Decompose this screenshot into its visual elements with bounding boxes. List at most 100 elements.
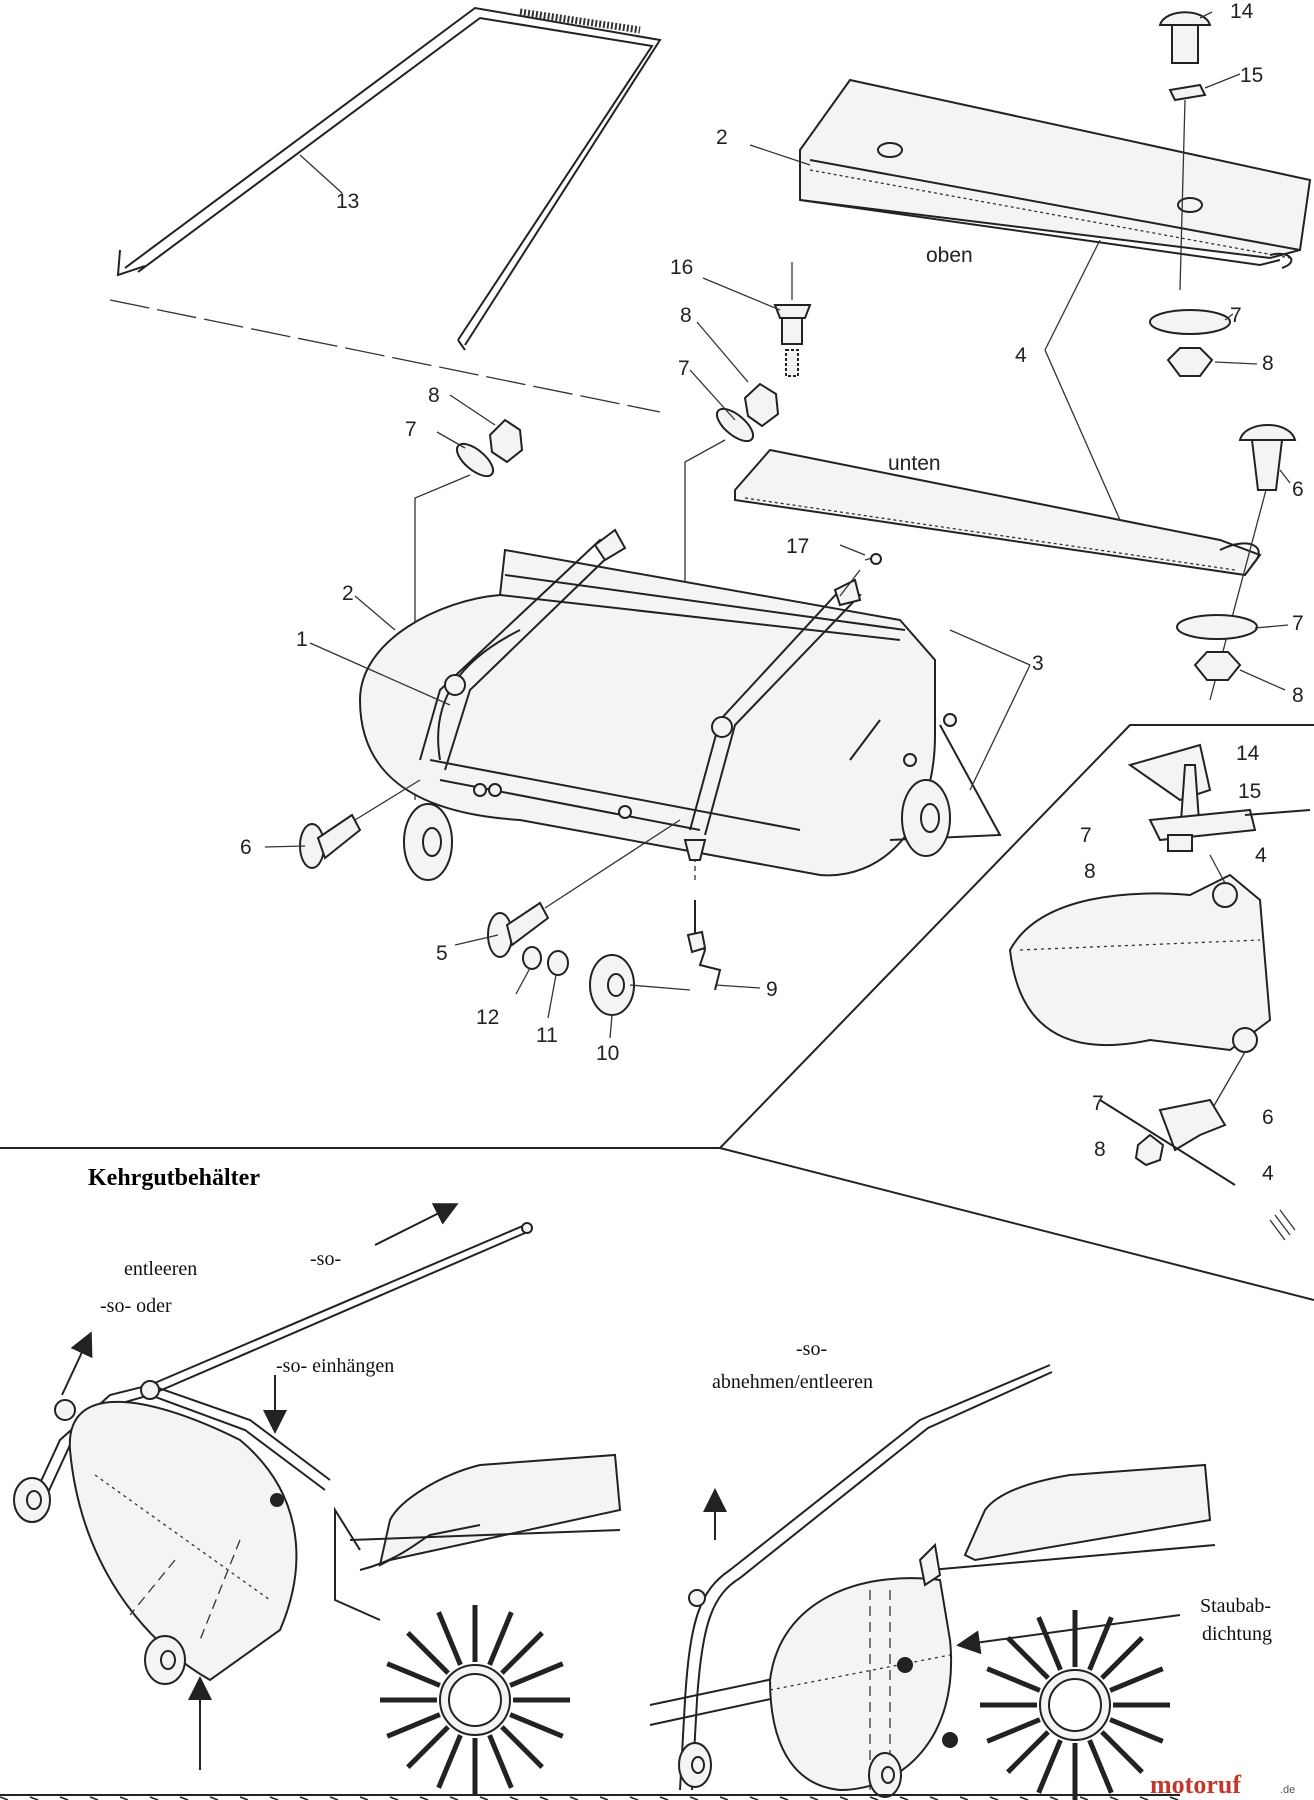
fastener-15	[1168, 83, 1207, 102]
bristle	[1036, 1616, 1063, 1671]
bristle	[1036, 1739, 1063, 1794]
washer-12	[522, 946, 542, 970]
bristle	[986, 1717, 1041, 1744]
bristle	[1006, 1636, 1050, 1680]
inset-label-8b: 8	[1094, 1138, 1106, 1161]
watermark: motoruf .de	[1150, 1770, 1295, 1799]
washer-7-top	[1149, 309, 1231, 335]
label-unten: unten	[888, 452, 941, 475]
bristle	[487, 1734, 514, 1789]
bristle	[386, 1712, 441, 1739]
label-7-right: 7	[1292, 612, 1304, 635]
so-right-label: -so-	[796, 1338, 827, 1360]
label-8-mid: 8	[680, 304, 692, 327]
label-7-mid: 7	[678, 357, 690, 380]
inset-label-15: 15	[1238, 780, 1261, 803]
brush-left	[439, 1664, 511, 1736]
washer-11	[547, 950, 569, 976]
label-1: 1	[296, 628, 308, 651]
nut-8-top	[1166, 347, 1214, 377]
label-5: 5	[436, 942, 448, 965]
label-10: 10	[596, 1042, 619, 1065]
inset-label-8: 8	[1084, 860, 1096, 883]
inset-label-6: 6	[1262, 1106, 1274, 1129]
pin-17	[839, 553, 882, 597]
label-11: 11	[536, 1024, 558, 1047]
label-2-top: 2	[716, 126, 728, 149]
bristle	[1100, 1636, 1144, 1680]
abnehmen-label: abnehmen/entleeren	[712, 1371, 873, 1393]
brush-bristles	[380, 1605, 1170, 1800]
inset-label-7: 7	[1080, 824, 1092, 847]
wheel-right	[901, 779, 951, 857]
bristle	[1109, 1666, 1164, 1693]
label-8-top-right: 8	[1262, 352, 1274, 375]
bristle	[1087, 1739, 1114, 1794]
label-2-left: 2	[342, 582, 354, 605]
label-9: 9	[766, 978, 778, 1001]
inset-label-7b: 7	[1092, 1092, 1104, 1115]
label-8-left: 8	[428, 384, 440, 407]
rail-unten	[734, 448, 1262, 577]
label-15-top: 15	[1240, 64, 1263, 87]
staubab-label: Staubab-	[1200, 1595, 1271, 1617]
label-6-right: 6	[1292, 478, 1304, 501]
washer-7-right	[1176, 614, 1258, 640]
handle-wire	[109, 6, 662, 413]
part-number-labels: 14 15 2 13 oben 16 8 7 8 4 7 8 7 unten 6…	[240, 0, 1304, 1185]
usage-illustrations	[0, 1203, 1216, 1798]
label-4: 4	[1015, 344, 1027, 367]
bristle	[509, 1661, 564, 1688]
bristle	[406, 1631, 450, 1675]
bristle	[500, 1725, 544, 1769]
section-dividers	[0, 724, 1314, 1301]
label-3: 3	[1032, 652, 1044, 675]
collector-hopper	[358, 528, 1002, 881]
label-14-top: 14	[1230, 0, 1254, 23]
axis-line	[1179, 99, 1186, 291]
washer-nut-middle	[684, 382, 780, 830]
nut-8-right	[1193, 651, 1242, 681]
wheel-10	[589, 954, 691, 1016]
entleeren-label: entleeren	[124, 1258, 197, 1280]
inset-label-4b: 4	[1262, 1162, 1274, 1185]
bristle	[436, 1734, 463, 1789]
bristle	[406, 1725, 450, 1769]
bristle	[1006, 1730, 1050, 1774]
axle-9	[686, 860, 722, 991]
bolt-6-left	[299, 779, 421, 869]
bristle	[1100, 1730, 1144, 1774]
label-7-top-right: 7	[1230, 304, 1242, 327]
rail-oben	[799, 78, 1312, 269]
so-oder-label: -so- oder	[100, 1295, 172, 1317]
brush-right	[1039, 1669, 1111, 1741]
bristle	[1087, 1616, 1114, 1671]
label-6-left: 6	[240, 836, 252, 859]
bristle	[509, 1712, 564, 1739]
watermark-brand: motoruf	[1150, 1770, 1241, 1799]
fastener-14	[1158, 11, 1212, 64]
bolt-5	[487, 819, 681, 958]
wheel-left	[403, 803, 453, 881]
bristle	[986, 1666, 1041, 1693]
bolt-16	[773, 262, 812, 377]
usage-text: Kehrgutbehälter -so- entleeren -so- oder…	[88, 1165, 1272, 1645]
einhaengen-label: -so- einhängen	[276, 1355, 394, 1377]
detail-inset	[1008, 743, 1311, 1241]
leader-lines	[264, 11, 1291, 1039]
bristle	[1109, 1717, 1164, 1744]
label-8-right: 8	[1292, 684, 1304, 707]
label-13: 13	[336, 190, 359, 213]
watermark-tld: .de	[1280, 1784, 1295, 1796]
dichtung-label: dichtung	[1202, 1623, 1272, 1645]
section-title: Kehrgutbehälter	[88, 1165, 260, 1191]
label-16: 16	[670, 256, 693, 279]
bristle	[386, 1661, 441, 1688]
label-7-left: 7	[405, 418, 417, 441]
so-arrow-label: -so-	[310, 1248, 341, 1270]
bristle	[436, 1611, 463, 1666]
label-17: 17	[786, 535, 809, 558]
label-12: 12	[476, 1006, 499, 1029]
inset-label-14: 14	[1236, 742, 1260, 765]
